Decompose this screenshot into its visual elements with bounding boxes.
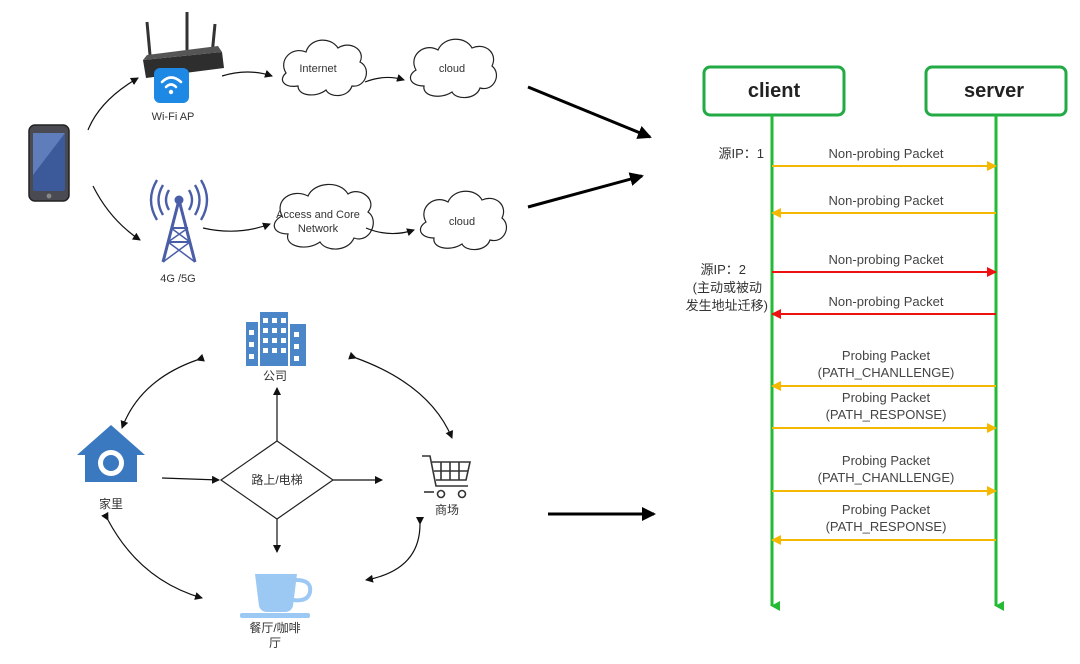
message-sublabel: (PATH_CHANLLENGE) (818, 470, 955, 485)
message-sublabel: (PATH_RESPONSE) (826, 519, 947, 534)
network-to-sequence-arrow (527, 85, 652, 139)
message-label: Probing Packet (842, 390, 931, 405)
message-label: Probing Packet (842, 453, 931, 468)
shopping-cart-icon (422, 455, 471, 499)
message-label: Non-probing Packet (829, 252, 944, 267)
message-label: Non-probing Packet (829, 193, 944, 208)
cellular-label: 4G /5G (160, 273, 195, 285)
message-label: Probing Packet (842, 502, 931, 517)
home-to-transit-arrow (161, 475, 220, 484)
migration-note-line1: (主动或被动 (693, 280, 762, 295)
mall-cafe-arrow (365, 516, 425, 583)
message-sublabel: (PATH_CHANLLENGE) (818, 365, 955, 380)
cell-tower-icon (149, 179, 209, 263)
migration-note-line2: 发生地址迁移) (686, 298, 768, 313)
internet-label: Internet (299, 63, 336, 75)
client-label: client (748, 80, 801, 102)
cloud-icon (419, 190, 507, 251)
transit-label: 路上/电梯 (251, 472, 302, 487)
office-mall-arrow (348, 351, 454, 439)
network-to-sequence-arrow (527, 172, 644, 209)
home-label: 家里 (99, 496, 123, 511)
cafe-label-line1: 餐厅/咖啡 (249, 620, 300, 635)
client-box (702, 65, 846, 117)
home-cafe-arrow (101, 511, 203, 600)
cloud-top-label: cloud (439, 63, 465, 75)
coffee-cup-icon (240, 574, 313, 618)
core-label-line2: Network (298, 223, 339, 235)
message-label: Non-probing Packet (829, 294, 944, 309)
core-to-cloud-arrow (365, 227, 415, 237)
internet-to-cloud-arrow (364, 74, 405, 83)
message-sublabel: (PATH_RESPONSE) (826, 407, 947, 422)
cellular-to-core-arrow (202, 222, 271, 232)
cloud-icon (409, 38, 497, 99)
wifi-to-internet-arrow (221, 69, 273, 78)
smartphone-icon (28, 124, 70, 202)
phone-to-cellular-arrow (92, 185, 141, 241)
server-label: server (964, 80, 1024, 102)
internet-cloud-icon (281, 39, 368, 97)
office-home-arrow (120, 353, 205, 429)
core-label-line1: Access and Core (276, 209, 360, 221)
message-label: Probing Packet (842, 348, 931, 363)
message-label: Non-probing Packet (829, 146, 944, 161)
wifi-router-icon (143, 12, 224, 103)
office-label: 公司 (263, 369, 287, 383)
cafe-label-line2: 厅 (269, 636, 281, 650)
phone-to-wifi-arrow (87, 77, 139, 131)
source-ip-1-label: 源IP：1 (718, 146, 764, 161)
source-ip-2-label: 源IP：2 (700, 262, 746, 277)
wifi-label: Wi-Fi AP (152, 111, 195, 123)
mall-label: 商场 (435, 502, 459, 517)
office-building-icon (246, 312, 306, 366)
cloud-bottom-label: cloud (449, 216, 475, 228)
home-icon (77, 425, 145, 482)
